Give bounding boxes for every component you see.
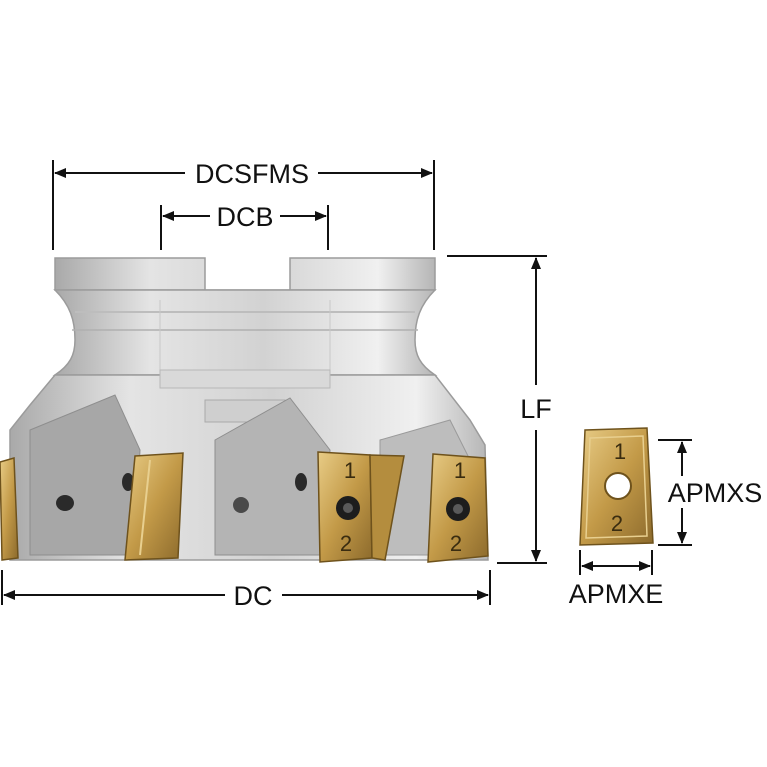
insert-left-edge bbox=[0, 457, 19, 561]
dimension-lines bbox=[1, 160, 692, 605]
insert-hole bbox=[604, 472, 632, 500]
insert-mark-bottom: 2 bbox=[611, 511, 623, 536]
insert-mark-top: 1 bbox=[614, 439, 626, 464]
label-apmxe: APMXE bbox=[569, 579, 664, 609]
coolant-hole bbox=[122, 473, 134, 491]
label-apmxs: APMXS bbox=[668, 478, 763, 508]
insert-mark-top: 1 bbox=[344, 458, 356, 483]
coolant-hole bbox=[295, 473, 307, 491]
label-dcsfms: DCSFMS bbox=[195, 159, 309, 189]
label-lf: LF bbox=[520, 394, 552, 424]
insert-side-left bbox=[124, 452, 184, 561]
insert-front-right: 1 2 bbox=[427, 453, 489, 563]
insert-mark-top: 1 bbox=[454, 458, 466, 483]
label-dcb: DCB bbox=[216, 202, 273, 232]
insert-detail: 1 2 bbox=[579, 427, 654, 546]
insert-mark-bottom: 2 bbox=[340, 531, 352, 556]
cutter-body bbox=[9, 257, 489, 561]
insert-front-center: 1 2 bbox=[317, 451, 405, 563]
coolant-hole bbox=[233, 497, 249, 513]
insert-mark-bottom: 2 bbox=[450, 531, 462, 556]
cutter-neck bbox=[52, 289, 438, 376]
dimension-labels: DCSFMS DCB LF DC APMXS APMXE bbox=[195, 159, 762, 611]
coolant-hole bbox=[56, 495, 74, 511]
label-dc: DC bbox=[234, 581, 273, 611]
